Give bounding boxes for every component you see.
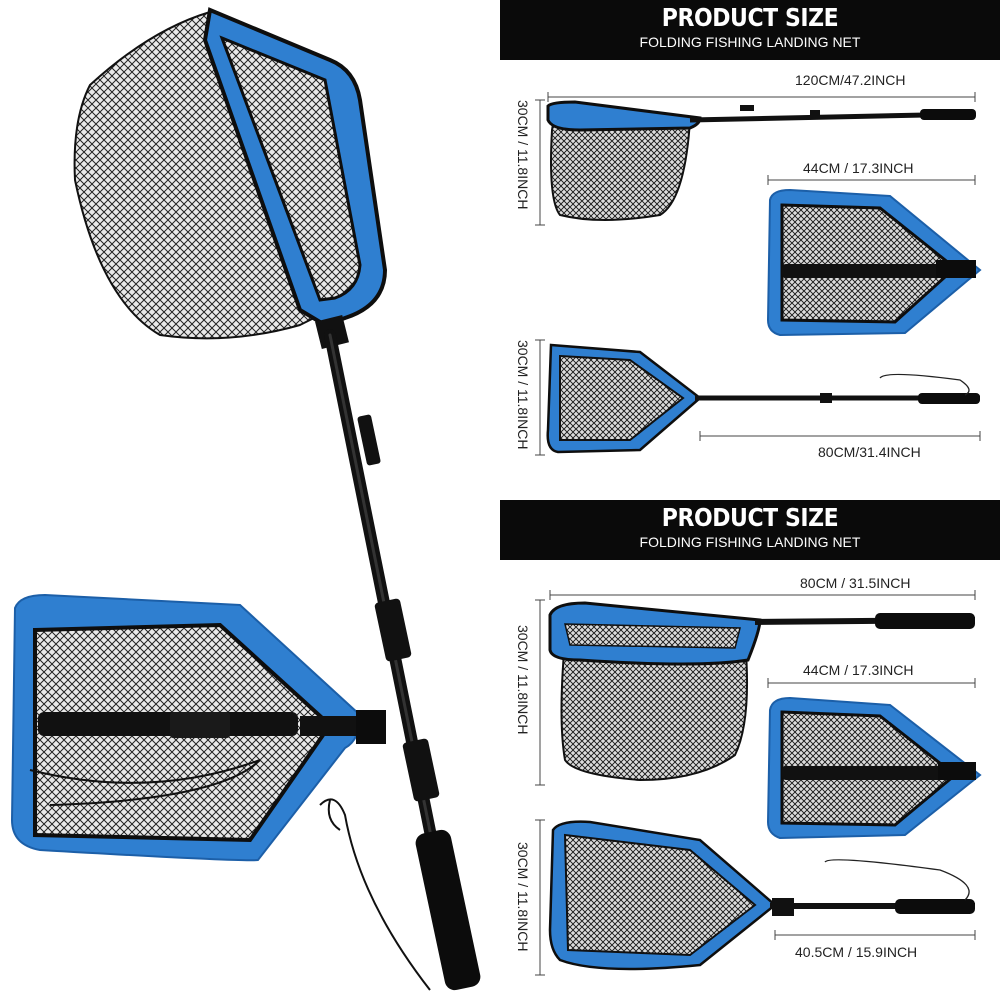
- hoop-height-label: 30CM / 11.8INCH: [515, 625, 531, 735]
- top-net-extended: [546, 100, 976, 221]
- total-length-label: 120CM/47.2INCH: [795, 72, 906, 88]
- product-size-banner-top: PRODUCT SIZE FOLDING FISHING LANDING NET: [500, 0, 1000, 60]
- top-net-folded: [766, 188, 982, 337]
- hoop-height-label: 30CM / 11.8INCH: [515, 842, 531, 952]
- hoop-height-label: 30CM / 11.8INCH: [515, 340, 531, 450]
- bottom-net-extended: [548, 601, 976, 782]
- dimension-lines: [535, 92, 981, 976]
- banner-subtitle: FOLDING FISHING LANDING NET: [639, 34, 861, 50]
- bottom-net-handle: [548, 820, 975, 971]
- hoop-height-label: 30CM / 11.8INCH: [515, 100, 531, 210]
- main-net-folded: [10, 593, 431, 991]
- main-net-extended: [73, 7, 481, 991]
- handle-length-label: 80CM/31.4INCH: [818, 444, 921, 460]
- banner-title: PRODUCT SIZE: [661, 3, 839, 32]
- bottom-net-folded: [766, 696, 982, 840]
- banner-title: PRODUCT SIZE: [661, 503, 839, 532]
- top-net-handle: [546, 343, 980, 454]
- product-size-banner-bottom: PRODUCT SIZE FOLDING FISHING LANDING NET: [500, 500, 1000, 560]
- banner-subtitle: FOLDING FISHING LANDING NET: [639, 534, 861, 550]
- folded-length-label: 44CM / 17.3INCH: [803, 662, 914, 678]
- total-length-label: 80CM / 31.5INCH: [800, 575, 911, 591]
- handle-length-label: 40.5CM / 15.9INCH: [795, 944, 918, 960]
- folded-length-label: 44CM / 17.3INCH: [803, 160, 914, 176]
